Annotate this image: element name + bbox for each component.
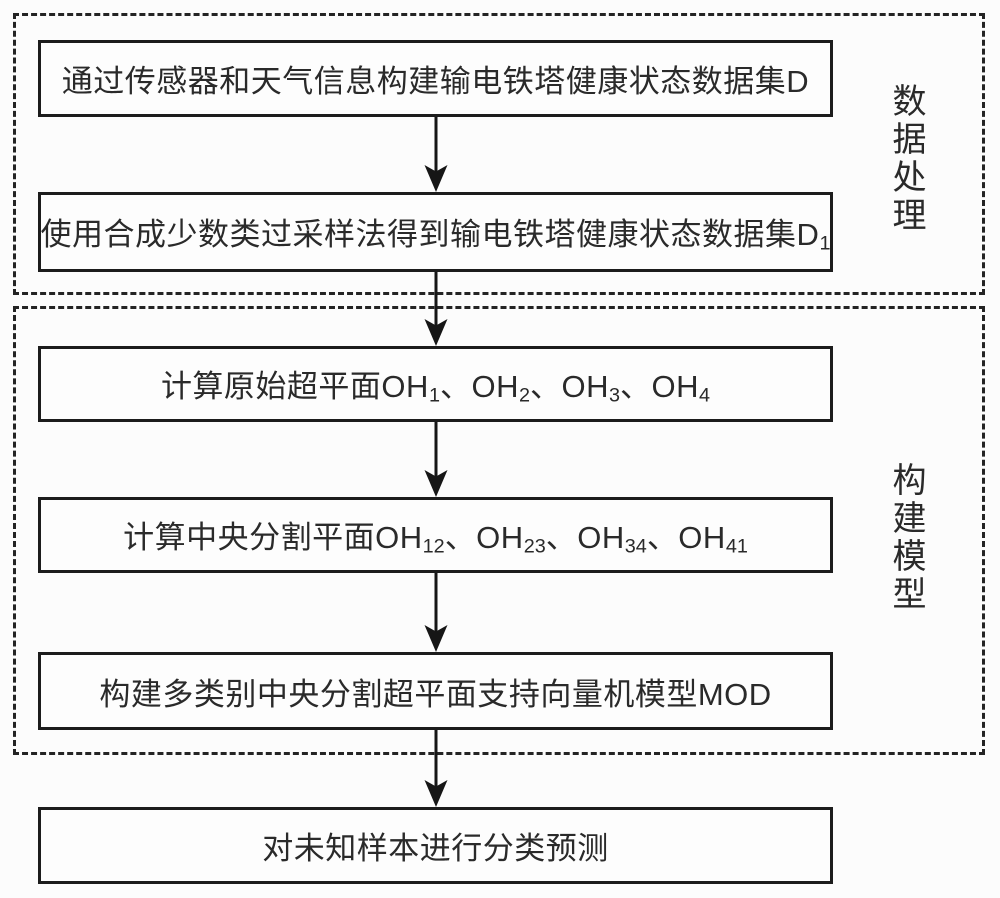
step-classify-unknown-samples-label: 对未知样本进行分类预测: [262, 831, 609, 866]
flow-arrow-down-icon: [424, 117, 448, 192]
flow-arrow-down-icon: [424, 730, 448, 807]
step-build-dataset: 通过传感器和天气信息构建输电铁塔健康状态数据集D: [38, 40, 833, 117]
step-build-dataset-label: 通过传感器和天气信息构建输电铁塔健康状态数据集D: [61, 64, 810, 99]
step-compute-central-separating-planes: 计算中央分割平面OH12、OH23、OH34、OH41: [38, 497, 833, 573]
model-building-group-frame: [13, 306, 985, 755]
step-build-mod-svm-model-label: 构建多类别中央分割超平面支持向量机模型MOD: [99, 676, 772, 712]
step-smote-oversampling-label: 使用合成少数类过采样法得到输电铁塔健康状态数据集D1: [40, 216, 831, 255]
step-compute-central-separating-planes-label: 计算中央分割平面OH12、OH23、OH34、OH41: [123, 519, 748, 558]
group-label-model-building: 构建模型: [887, 462, 925, 614]
step-smote-oversampling: 使用合成少数类过采样法得到输电铁塔健康状态数据集D1: [38, 192, 833, 272]
step-compute-original-hyperplanes: 计算原始超平面OH1、OH2、OH3、OH4: [38, 346, 833, 422]
step-classify-unknown-samples: 对未知样本进行分类预测: [38, 807, 833, 884]
data-processing-group-frame: [13, 13, 985, 295]
step-compute-original-hyperplanes-label: 计算原始超平面OH1、OH2、OH3、OH4: [160, 368, 711, 407]
flow-arrow-down-icon: [424, 272, 448, 346]
step-build-mod-svm-model: 构建多类别中央分割超平面支持向量机模型MOD: [38, 652, 833, 730]
group-label-data-processing: 数据处理: [887, 83, 925, 235]
flow-arrow-down-icon: [424, 422, 448, 497]
flow-arrow-down-icon: [424, 573, 448, 652]
